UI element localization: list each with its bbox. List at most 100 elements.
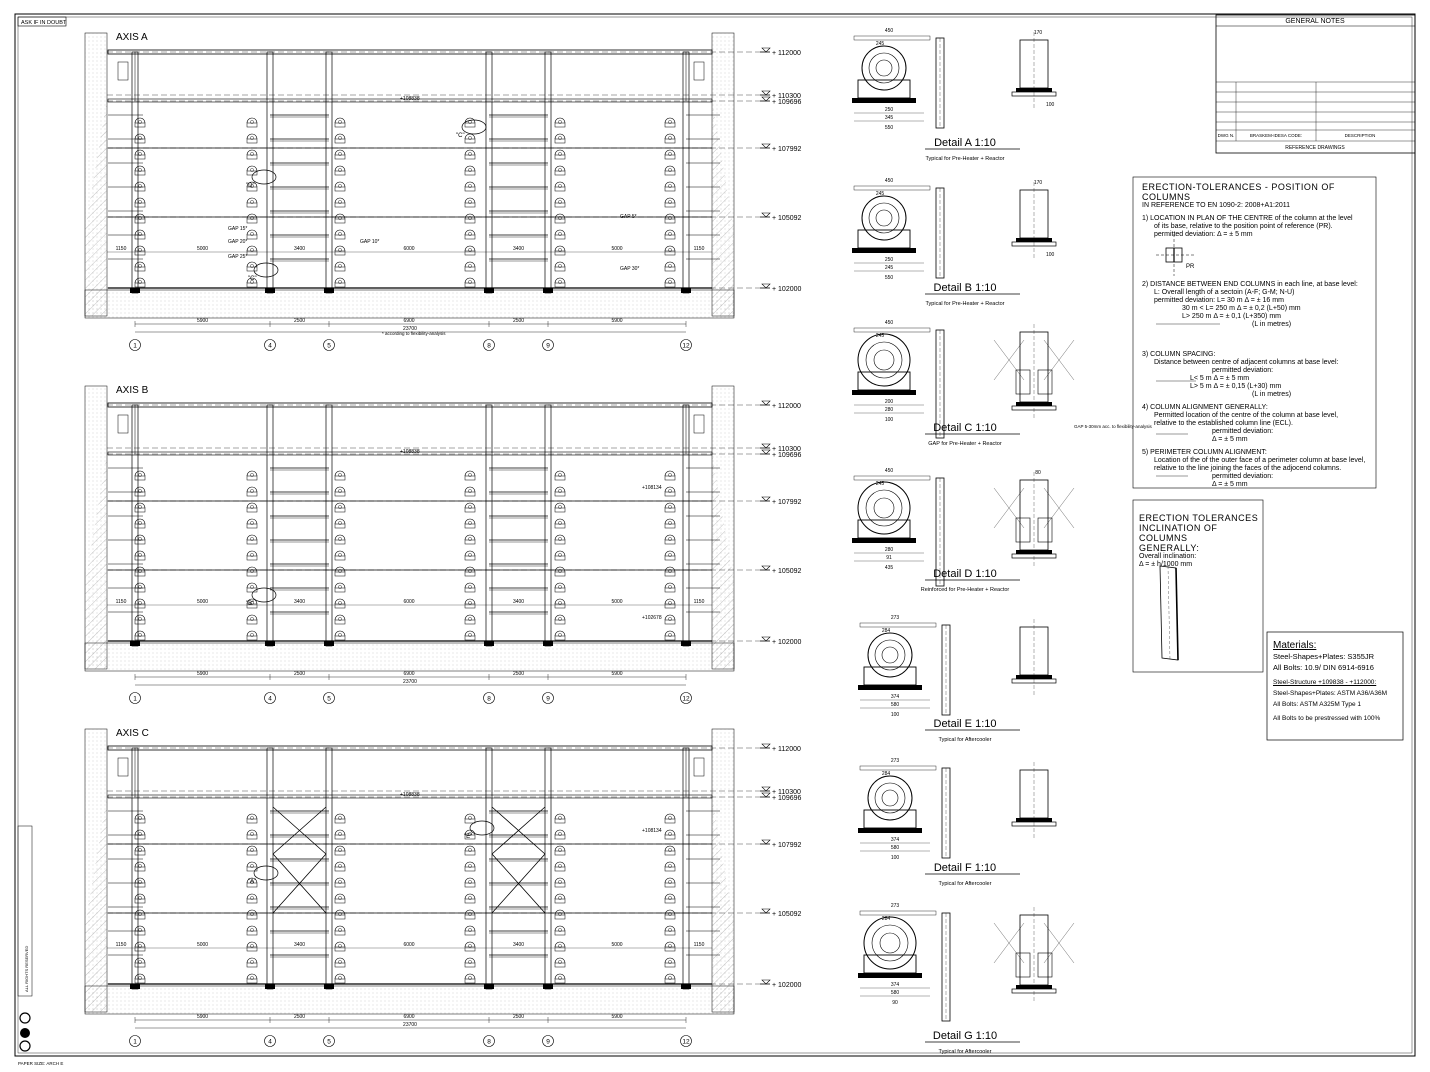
pipe-saddle-icon [464,973,476,984]
detail-dimension: 580 [891,990,900,996]
pipe-saddle-icon [554,566,566,577]
materials-line: All Bolts: ASTM A325M Type 1 [1273,701,1362,708]
pipe-saddle-icon [334,165,346,176]
bay-dimension: 2500 [513,671,524,677]
detail-dimension: 284 [882,916,891,922]
mid-level-label: +108838 [400,96,420,102]
pipe-saddle-icon [334,614,346,625]
column-base [265,288,275,293]
section-flange [1011,91,1057,97]
pipe-saddle-icon [664,486,676,497]
pipe-saddle-icon [334,877,346,888]
pipe-saddle-icon [554,149,566,160]
bracket [117,757,129,777]
pipe-saddle-icon [464,213,476,224]
pipe-icon [873,497,895,519]
pipe-icon [865,489,903,527]
aux-level-label: +102678 [642,615,662,621]
pipe-saddle-icon [464,566,476,577]
pipe-saddle-icon [554,813,566,824]
inner-dimension: 3400 [513,246,524,252]
column-base [324,984,334,989]
tol-item-2-line: L: Overall length of a sectoin (A-F; G-M… [1154,289,1295,296]
grid-label: 1 [133,1039,137,1046]
pipe-saddle-icon [464,181,476,192]
right-wall-batter [712,100,734,316]
grid-label: 12 [682,1039,690,1046]
pipe-saddle-icon [554,502,566,513]
pipe-saddle-icon [134,877,146,888]
reference-drawings-label: REFERENCE DRAWINGS [1285,145,1345,151]
pipe-saddle-icon [664,973,676,984]
erection-inclination-box [1132,499,1264,673]
pipe-saddle-icon [664,534,676,545]
pipe-saddle-icon [246,502,258,513]
pipe-saddle-icon [334,277,346,288]
section-web [1015,369,1031,395]
pipe-saddle-icon [464,117,476,128]
materials-notes: Materials: Steel-Shapes+Plates: S355JR A… [1273,640,1401,724]
level-label: + 112000 [772,50,801,57]
pipe-saddle-icon [464,165,476,176]
column-base [543,641,553,646]
pipe-saddle-icon [554,213,566,224]
pipe-saddle-icon [464,598,476,609]
base-plate [858,828,922,833]
level-label: + 105092 [772,215,801,222]
level-marker-icon [761,96,771,102]
base-plate [852,390,916,395]
pipe-saddle-icon [246,245,258,256]
rights-strip [17,825,33,997]
pipe-saddle-icon [554,614,566,625]
detail-subtitle: Reinforced for Pre-Heater + Reactor [921,587,1010,593]
pipe-saddle-icon [246,277,258,288]
detail-dimension: 450 [885,28,894,34]
platform-beam [107,794,713,799]
tol-item-4-line: Δ = ± 5 mm [1212,436,1248,443]
pipe-saddle-icon [246,957,258,968]
detail-dimension: 200 [885,399,894,405]
pipe-saddle-icon [134,486,146,497]
detail-dimension: 250 [885,257,894,263]
tol-item-3-line: Distance between centre of adjacent colu… [1154,359,1339,366]
pipe-saddle-icon [664,181,676,192]
materials-box [1266,631,1404,741]
column-base [130,288,140,293]
grid-label: 4 [268,1039,272,1046]
detail-title: Detail G 1:10 [933,1030,997,1042]
pipe-saddle-icon [134,925,146,936]
detail-subtitle: Typical for Aftercooler [939,737,992,743]
section-base [1016,238,1052,242]
tol-item-5-line: permitted deviation: [1212,473,1274,480]
level-label: + 109696 [772,795,801,802]
pipe-saddle-icon [664,909,676,920]
detail-title: Detail F 1:10 [934,862,996,874]
grid-label: 12 [682,696,690,703]
inner-dimension: 1150 [116,246,127,252]
pipe-saddle-icon [134,566,146,577]
materials-line: All Bolts: 10.9/ DIN 6914-6916 [1273,663,1374,672]
grid-label: 8 [487,1039,491,1046]
inner-dimension: 3400 [294,599,305,605]
detail-dimension: 170 [1034,30,1043,36]
pipe-saddle-icon [246,973,258,984]
top-beam [107,402,713,408]
detail-dimension: 250 [885,107,894,113]
bracket [693,757,705,777]
inner-dimension: 5000 [611,942,622,948]
tol-item-3-head: 3) COLUMN SPACING: [1142,351,1216,358]
grid-bubble-icon [129,1035,141,1047]
pipe-saddle-icon [246,566,258,577]
bay-dimension: 2500 [294,318,305,324]
column-base [130,641,140,646]
tol-item-4-line: permitted deviation: [1212,428,1274,435]
saddle-base [857,79,911,99]
section-base [1016,985,1052,989]
detail-callout-marker [251,169,277,185]
pipe-saddle-icon [134,277,146,288]
level-label: + 112000 [772,746,801,753]
saddle-base [857,229,911,249]
detail-dimension: 435 [885,565,894,571]
section-flange [1011,821,1057,827]
